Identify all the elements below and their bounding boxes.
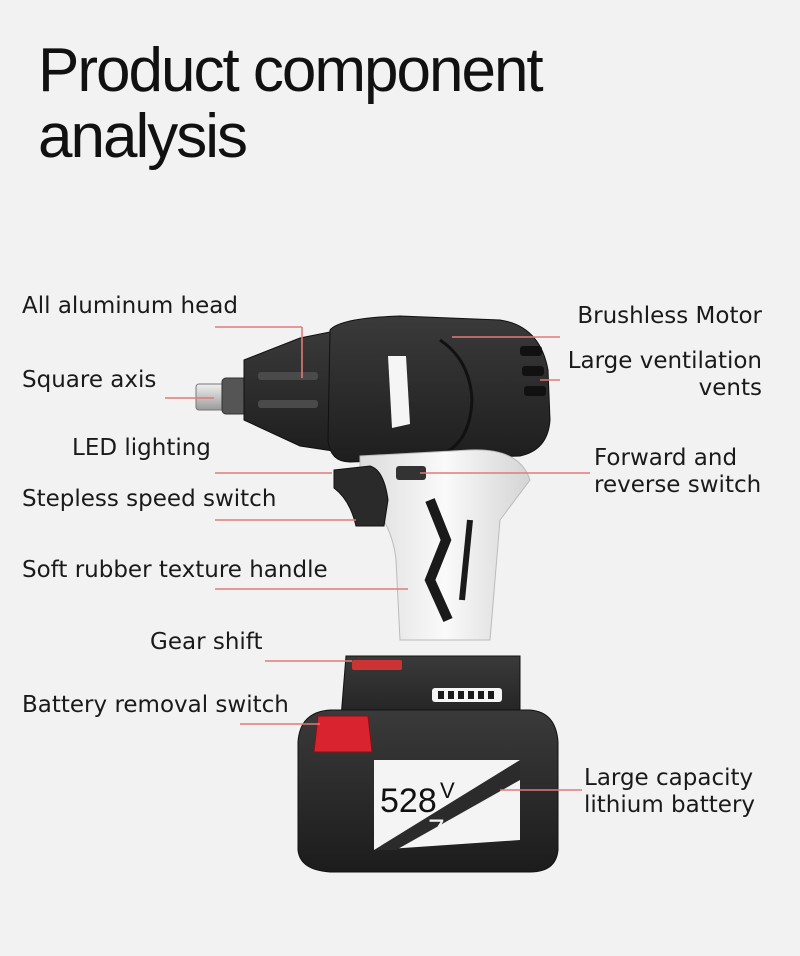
- page-title: Product component analysis: [38, 36, 544, 171]
- aluminum-head-part: [243, 329, 341, 453]
- label-brushless-motor: Brushless Motor: [577, 303, 762, 330]
- label-all-aluminum-head: All aluminum head: [22, 293, 238, 319]
- battery-part: 528 V 79800: [297, 709, 559, 873]
- direction-switch-part: [396, 466, 426, 480]
- label-forward-reverse-line-1: Forward and: [594, 445, 738, 471]
- label-gear-shift: Gear shift: [150, 629, 263, 655]
- battery-capacity: 79800: [428, 814, 511, 847]
- battery-voltage: 528: [380, 782, 437, 820]
- label-ventilation-line-1: Large ventilation: [567, 348, 762, 374]
- label-ventilation-line-2: vents: [698, 375, 762, 401]
- label-battery-removal-switch: Battery removal switch: [22, 692, 289, 718]
- callout-lines: [165, 326, 590, 791]
- label-lithium-battery-line-1: Large capacity: [584, 765, 754, 791]
- label-square-axis: Square axis: [22, 367, 157, 393]
- label-lithium-battery: Large capacity lithium battery: [584, 765, 755, 819]
- label-stepless-speed-switch: Stepless speed switch: [22, 486, 277, 512]
- square-axis-part: [195, 377, 249, 415]
- label-brushless-motor-line: Brushless Motor: [577, 303, 762, 329]
- battery-release-button: [313, 715, 373, 753]
- handle-part: [359, 449, 531, 641]
- label-ventilation-vents: Large ventilation vents: [568, 348, 762, 402]
- motor-housing-part: [327, 315, 551, 463]
- label-soft-rubber-handle: Soft rubber texture handle: [22, 557, 328, 583]
- battery-voltage-unit: V: [440, 778, 455, 803]
- trigger-part: [333, 465, 389, 527]
- label-lithium-battery-line-2: lithium battery: [584, 792, 756, 818]
- label-forward-reverse-switch: Forward and reverse switch: [594, 445, 761, 499]
- label-led-lighting: LED lighting: [72, 435, 211, 461]
- label-forward-reverse-line-2: reverse switch: [594, 472, 762, 498]
